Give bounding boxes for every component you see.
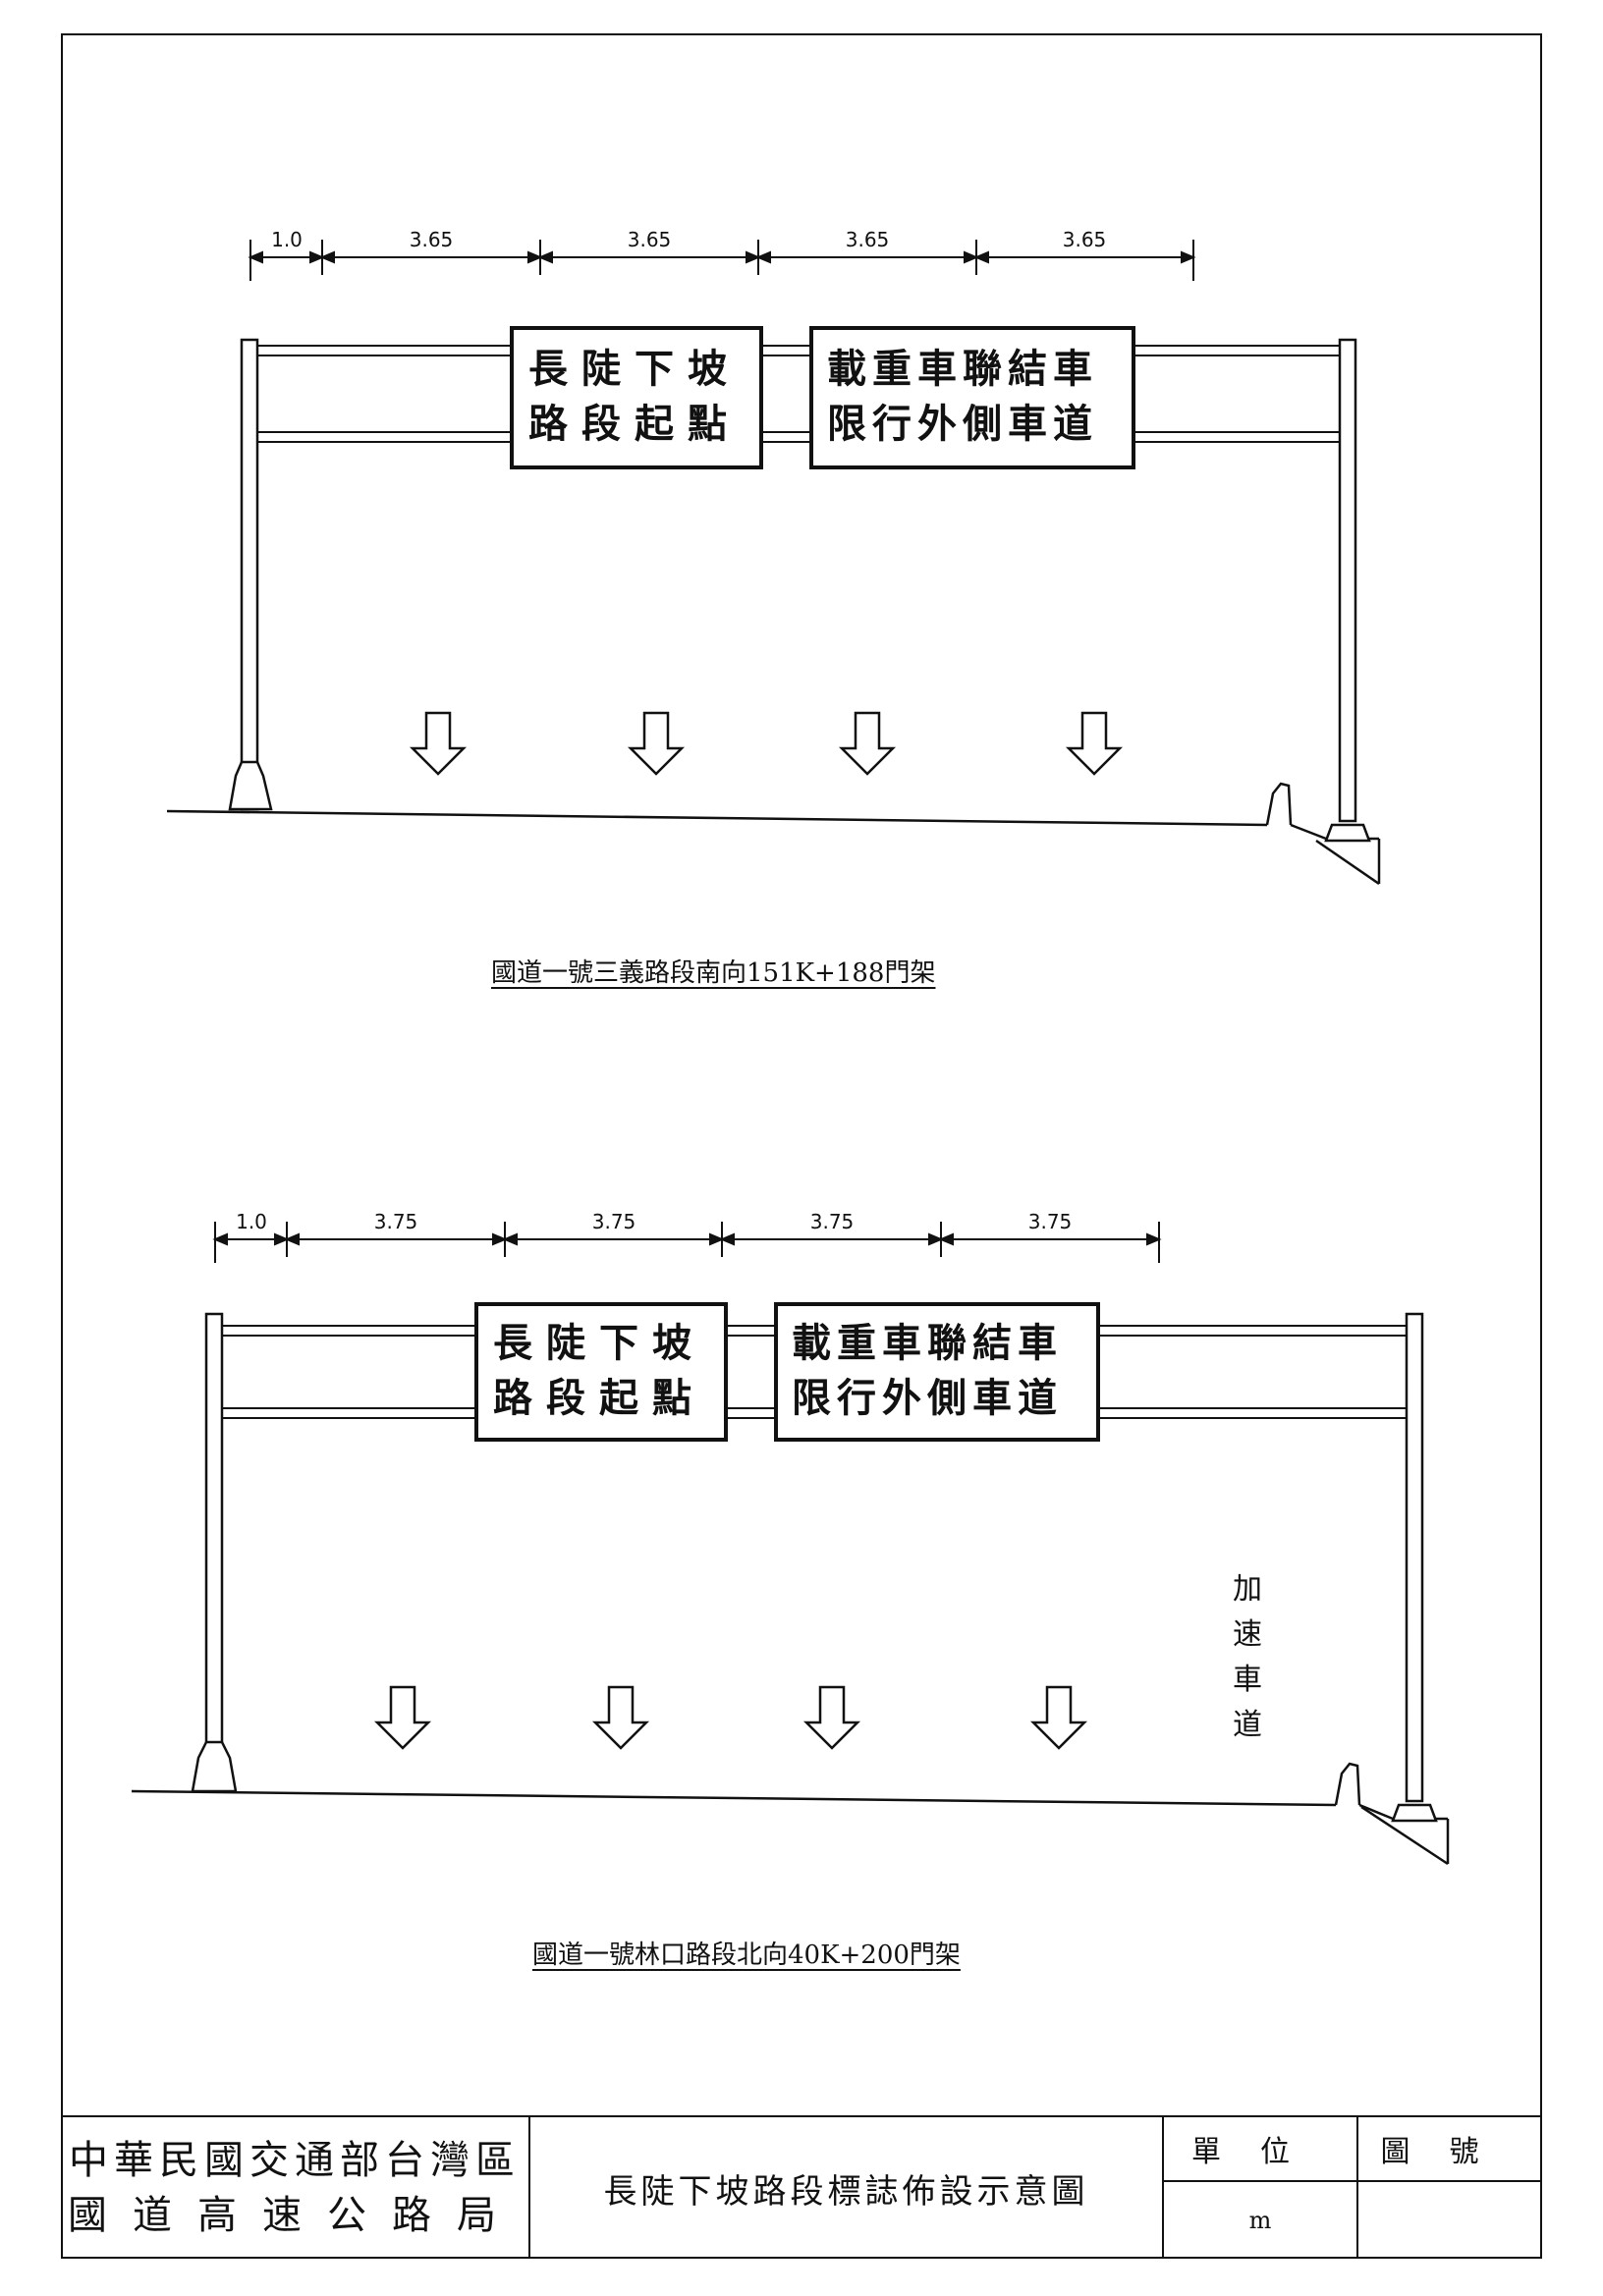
unit-header: 單位 — [1164, 2117, 1358, 2182]
gantry-2-lane-arrow — [1031, 1685, 1086, 1750]
gantry-1 — [166, 240, 1381, 886]
dimension-label: 3.75 — [373, 1210, 418, 1233]
dimension-label: 3.75 — [591, 1210, 636, 1233]
dimension-label: 3.65 — [1062, 228, 1107, 251]
gantry-2-left-base — [191, 1740, 238, 1793]
gantry-2-lane-arrow — [593, 1685, 648, 1750]
dimension-label: 3.65 — [409, 228, 454, 251]
drawing-number-value — [1358, 2182, 1540, 2259]
title-block-organization: 中華民國交通部台灣區 國道高速公路局 — [61, 2117, 530, 2259]
dimension-label: 1.0 — [236, 1210, 267, 1233]
gantry-1-caption: 國道一號三義路段南向151K+188門架 — [491, 958, 936, 988]
gantry-1-lane-arrow — [1067, 711, 1122, 776]
title-block: 中華民國交通部台灣區 國道高速公路局 長陡下坡路段標誌佈設示意圖 單位 m 圖號 — [61, 2115, 1542, 2259]
gantry-1-sign-right-text: 載重車聯結車 限行外側車道 — [827, 342, 1098, 452]
dimension-label: 3.75 — [1027, 1210, 1073, 1233]
gantry-1-sign-right-panel — [809, 326, 1135, 469]
dimension-label: 3.75 — [809, 1210, 855, 1233]
gantry-1-right-post — [1338, 338, 1357, 823]
gantry-1-road — [166, 782, 1381, 886]
sign-line: 路段起點 — [528, 402, 741, 447]
gantry-1-left-base — [228, 760, 273, 811]
gantry-2-lane-arrows — [375, 1685, 1086, 1750]
gantry-1-lane-arrows — [411, 711, 1122, 776]
vertical-char: 車 — [1233, 1663, 1262, 1697]
gantry-2-lane-arrow — [804, 1685, 859, 1750]
sign-line: 載重車聯結車 — [827, 347, 1098, 392]
dimension-label: 3.65 — [627, 228, 672, 251]
drawing-number-header: 圖號 — [1358, 2117, 1540, 2182]
sign-line: 限行外側車道 — [792, 1376, 1063, 1421]
gantry-2-road — [131, 1762, 1450, 1866]
gantry-2-left-post — [204, 1312, 224, 1793]
vertical-char: 道 — [1233, 1708, 1262, 1742]
gantry-2-sign-left-panel — [474, 1302, 728, 1442]
vertical-char: 速 — [1233, 1617, 1262, 1652]
sign-line: 長陡下坡 — [493, 1321, 705, 1366]
sign-line: 長陡下坡 — [528, 347, 741, 392]
gantry-2-sign-left-text: 長陡下坡 路段起點 — [493, 1316, 705, 1426]
gantry-1-sign-left-panel — [510, 326, 763, 469]
gantry-2-sign-right-text: 載重車聯結車 限行外側車道 — [792, 1316, 1063, 1426]
organization-line: 中華民國交通部台灣區 — [69, 2138, 521, 2183]
gantry-2-right-post — [1405, 1312, 1424, 1803]
drawing-title: 長陡下坡路段標誌佈設示意圖 — [530, 2117, 1164, 2259]
gantry-1-beams — [257, 345, 1340, 443]
organization-line: 國道高速公路局 — [68, 2193, 522, 2238]
gantry-1-lane-arrow — [840, 711, 895, 776]
acceleration-lane-label: 加 速 車 道 — [1228, 1567, 1267, 1748]
gantry-2-sign-right-panel — [774, 1302, 1100, 1442]
gantry-1-dimension-line — [248, 240, 1196, 281]
gantry-1-sign-left-text: 長陡下坡 路段起點 — [528, 342, 741, 452]
sign-line: 載重車聯結車 — [792, 1321, 1063, 1366]
sheet-border — [61, 33, 1542, 2259]
gantry-1-left-post — [240, 338, 259, 811]
dimension-label: 3.65 — [845, 228, 890, 251]
gantry-1-lane-arrow — [411, 711, 466, 776]
vertical-char: 加 — [1233, 1572, 1262, 1607]
sign-line: 路段起點 — [493, 1376, 705, 1421]
gantry-2-right-base — [1391, 1803, 1438, 1823]
gantry-2 — [131, 1222, 1450, 1866]
gantry-2-lane-arrow — [375, 1685, 430, 1750]
gantry-1-right-base — [1324, 823, 1371, 843]
unit-value: m — [1164, 2182, 1358, 2259]
gantry-2-dimension-line — [212, 1222, 1162, 1263]
gantry-2-caption: 國道一號林口路段北向40K+200門架 — [532, 1941, 961, 1970]
dimension-label: 1.0 — [271, 228, 303, 251]
sign-line: 限行外側車道 — [827, 402, 1098, 447]
gantry-1-lane-arrow — [629, 711, 684, 776]
